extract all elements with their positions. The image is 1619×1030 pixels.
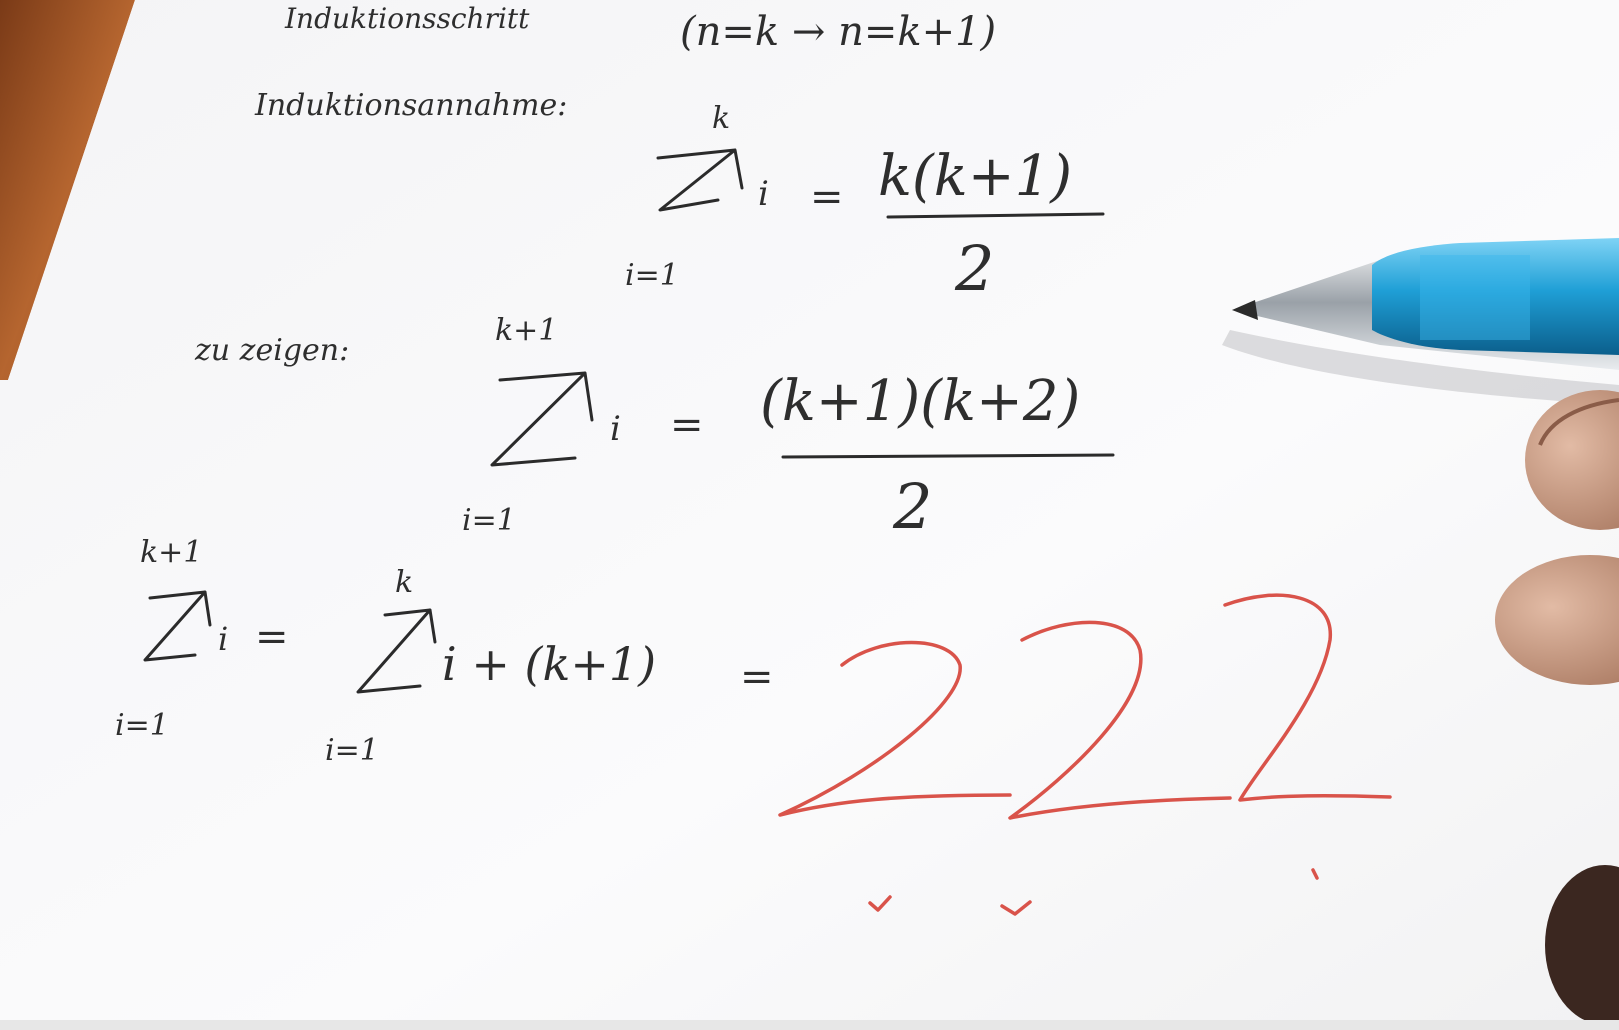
step-mid-upper-limit: k	[395, 565, 413, 600]
show-word: zu zeigen:	[194, 333, 349, 368]
paper-bottom-edge	[0, 1020, 1619, 1030]
ann-equals: =	[810, 174, 844, 220]
step-left-sigma-icon	[143, 590, 212, 662]
step-left-lower-limit: i=1	[115, 708, 169, 743]
red-digit-two-1	[778, 640, 1012, 817]
line1-word: Induktionsschritt	[284, 2, 530, 35]
step-mid-sigma-icon	[356, 608, 437, 694]
step-left-upper-limit: k+1	[140, 535, 202, 570]
step-mid-rest: i + (k+1)	[442, 637, 656, 691]
ann-sigma-icon	[656, 148, 744, 212]
show-numerator: (k+1)(k+2)	[760, 369, 1080, 434]
show-fraction-bar	[781, 453, 1115, 459]
pen-icon	[1222, 235, 1619, 405]
red-digit-two-2	[1008, 620, 1232, 820]
red-check-icon	[1000, 900, 1032, 916]
show-upper-limit: k+1	[495, 313, 557, 348]
ann-numerator: k(k+1)	[878, 144, 1072, 209]
show-lower-limit: i=1	[462, 503, 516, 538]
step-eq2: =	[740, 654, 774, 700]
show-equals: =	[670, 402, 704, 448]
ann-denominator: 2	[954, 232, 994, 305]
line1-formula: (n=k → n=k+1)	[680, 9, 996, 55]
line2-word: Induktionsannahme:	[254, 88, 567, 123]
hand-icon	[1495, 390, 1619, 1025]
red-check-icon	[868, 895, 892, 912]
step-left-term: i	[218, 620, 228, 658]
red-digit-two-3	[1223, 593, 1392, 802]
ann-term: i	[758, 174, 769, 214]
red-mark-icon	[1311, 868, 1319, 880]
show-term: i	[610, 409, 621, 449]
ann-fraction-bar	[886, 212, 1105, 219]
step-eq1: =	[255, 614, 289, 660]
step-mid-lower-limit: i=1	[325, 733, 379, 768]
ann-upper-limit: k	[712, 101, 730, 136]
show-denominator: 2	[892, 470, 932, 543]
show-sigma-icon	[490, 371, 594, 467]
wooden-table	[0, 0, 135, 380]
ann-lower-limit: i=1	[625, 258, 679, 293]
